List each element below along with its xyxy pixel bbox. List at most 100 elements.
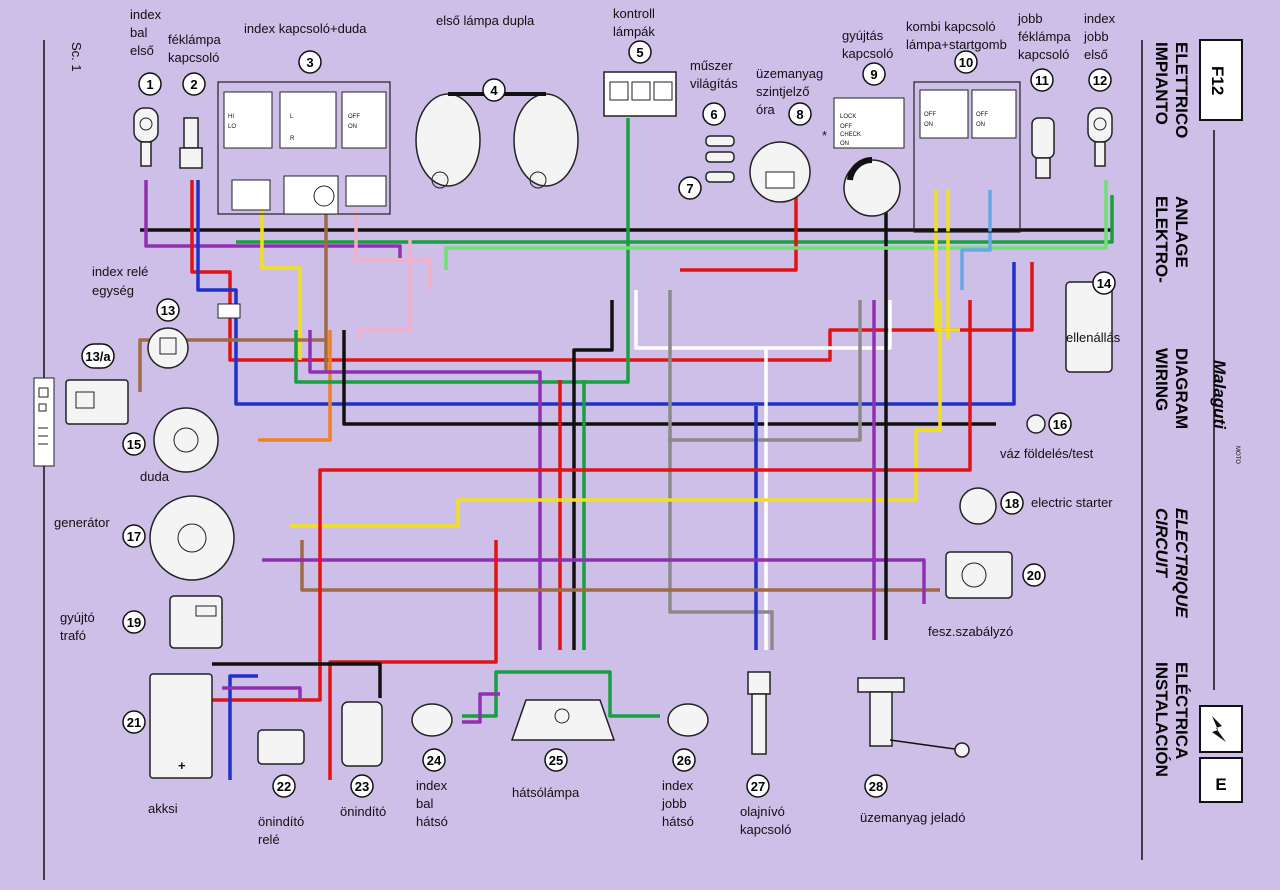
- number-bubble-text: 25: [549, 753, 563, 768]
- index-horn-switch-component: HI LO L R OFF ON: [217, 81, 391, 215]
- number-bubble-text: 26: [677, 753, 691, 768]
- wire-purple-regulator: [262, 558, 926, 604]
- lightning-icon: [1212, 716, 1226, 742]
- title-line: IMPIANTO: [1152, 42, 1171, 125]
- switch-off-text: OFF: [348, 114, 360, 120]
- number-bubble-text: 15: [127, 437, 141, 452]
- electric-symbol-box: [1199, 705, 1243, 753]
- component-label-3: index kapcsoló+duda: [244, 21, 367, 36]
- combi-on-text: ON: [924, 122, 933, 128]
- switch-l-text: L: [290, 114, 294, 120]
- number-bubble-20: 20: [1022, 563, 1046, 587]
- component-label-12: index: [1084, 11, 1116, 26]
- svg-text:+: +: [178, 758, 186, 773]
- component-label-9: gyújtás: [842, 28, 884, 43]
- component-label-12: első: [1084, 47, 1108, 62]
- wire-brown-regulator: [300, 540, 940, 592]
- component-label-1: index: [130, 7, 162, 22]
- number-bubble-13: 13: [156, 298, 180, 322]
- voltage-regulator-component: [945, 551, 1013, 599]
- number-bubble-text: 8: [796, 107, 803, 122]
- switch-hi-text: HI: [228, 114, 234, 120]
- component-label-23: önindító: [340, 804, 386, 819]
- component-label-24: bal: [416, 796, 433, 811]
- brand-sub: MOTO: [1234, 446, 1240, 464]
- wire-purple-long: [308, 330, 542, 650]
- component-label-1: első: [130, 43, 154, 58]
- key-lines-icon: [38, 427, 48, 445]
- number-bubble-text: 16: [1053, 417, 1067, 432]
- number-bubble-25: 25: [544, 748, 568, 772]
- index-right-front-component: [1087, 107, 1113, 167]
- ign-off-text: OFF: [840, 124, 852, 130]
- component-label-18: electric starter: [1031, 495, 1113, 510]
- number-bubble-text: 23: [355, 779, 369, 794]
- starter-relay-component: [257, 729, 305, 765]
- number-bubble-12: 12: [1088, 68, 1112, 92]
- number-bubble-21: 21: [122, 710, 146, 734]
- wire-green-2: [294, 118, 630, 384]
- switch-lo-text: LO: [228, 124, 236, 130]
- number-bubble-text: 14: [1097, 276, 1112, 291]
- number-bubble-text: 13/a: [85, 349, 111, 364]
- number-bubble-5: 5: [628, 40, 652, 64]
- combi-on2-text: ON: [976, 122, 985, 128]
- fuel-sender-component: [857, 677, 970, 758]
- component-label-19: gyújtó: [60, 610, 95, 625]
- component-label-26: hátsó: [662, 814, 694, 829]
- component-label-11: féklámpa: [1018, 29, 1072, 44]
- ignition-switch-component: LOCK OFF CHECK ON *: [822, 97, 905, 217]
- index-right-rear-component: [667, 703, 709, 737]
- component-label-4: első lámpa dupla: [436, 13, 535, 28]
- component-label-22: relé: [258, 832, 280, 847]
- wire-black-starter: [212, 662, 382, 698]
- number-bubble-6: 6: [702, 102, 726, 126]
- wire-brown: [138, 210, 328, 392]
- wire-yellow-combi: [934, 190, 960, 340]
- component-label-28: üzemanyag jeladó: [860, 810, 966, 825]
- number-bubble-2: 2: [182, 72, 206, 96]
- title-line: ANLAGE: [1172, 196, 1191, 268]
- generator-component: [149, 495, 235, 581]
- page-code: F12: [1208, 66, 1227, 95]
- component-label-20: fesz.szabályzó: [928, 624, 1013, 639]
- component-label-11: jobb: [1017, 11, 1043, 26]
- wire-yellow-switch: [260, 210, 302, 360]
- wire-green-index-rear: [462, 670, 660, 718]
- wire-blue-relay: [228, 674, 258, 780]
- number-bubble-text: 6: [710, 107, 717, 122]
- wire-black-2: [342, 330, 996, 426]
- number-bubble-26: 26: [672, 748, 696, 772]
- component-label-8: szintjelző: [756, 84, 809, 99]
- component-label-19: trafó: [60, 628, 86, 643]
- number-bubble-text: 21: [127, 715, 141, 730]
- title-line: CIRCUIT: [1152, 508, 1171, 579]
- number-bubble-text: 19: [127, 615, 141, 630]
- number-bubble-text: 1: [146, 77, 153, 92]
- number-bubble-text: 3: [306, 55, 313, 70]
- component-label-10: kombi kapcsoló: [906, 19, 996, 34]
- index-left-front-component: [133, 107, 159, 167]
- flasher-component: [147, 327, 189, 369]
- wire-purple-index-left: [144, 180, 402, 258]
- number-bubble-3: 3: [298, 50, 322, 74]
- edition-box: [1199, 757, 1243, 803]
- number-bubble-text: 2: [190, 77, 197, 92]
- number-bubble-text: 11: [1035, 73, 1049, 88]
- component-label-8: üzemanyag: [756, 66, 823, 81]
- title-line: DIAGRAM: [1172, 348, 1191, 429]
- number-bubble-text: 5: [636, 45, 643, 60]
- wire-orange-horn: [258, 330, 332, 442]
- resistor-component: [1065, 281, 1113, 373]
- number-bubble-13-a: 13/a: [81, 343, 115, 369]
- ign-on-text: ON: [840, 141, 849, 147]
- number-bubble-4: 4: [482, 78, 506, 102]
- wire-pink-2: [358, 240, 412, 340]
- title-line: ELECTRIQUE: [1172, 508, 1191, 618]
- wire-red-rear-lamp: [328, 540, 498, 780]
- switch-r-text: R: [290, 136, 295, 142]
- fuel-gauge-component: [749, 141, 811, 203]
